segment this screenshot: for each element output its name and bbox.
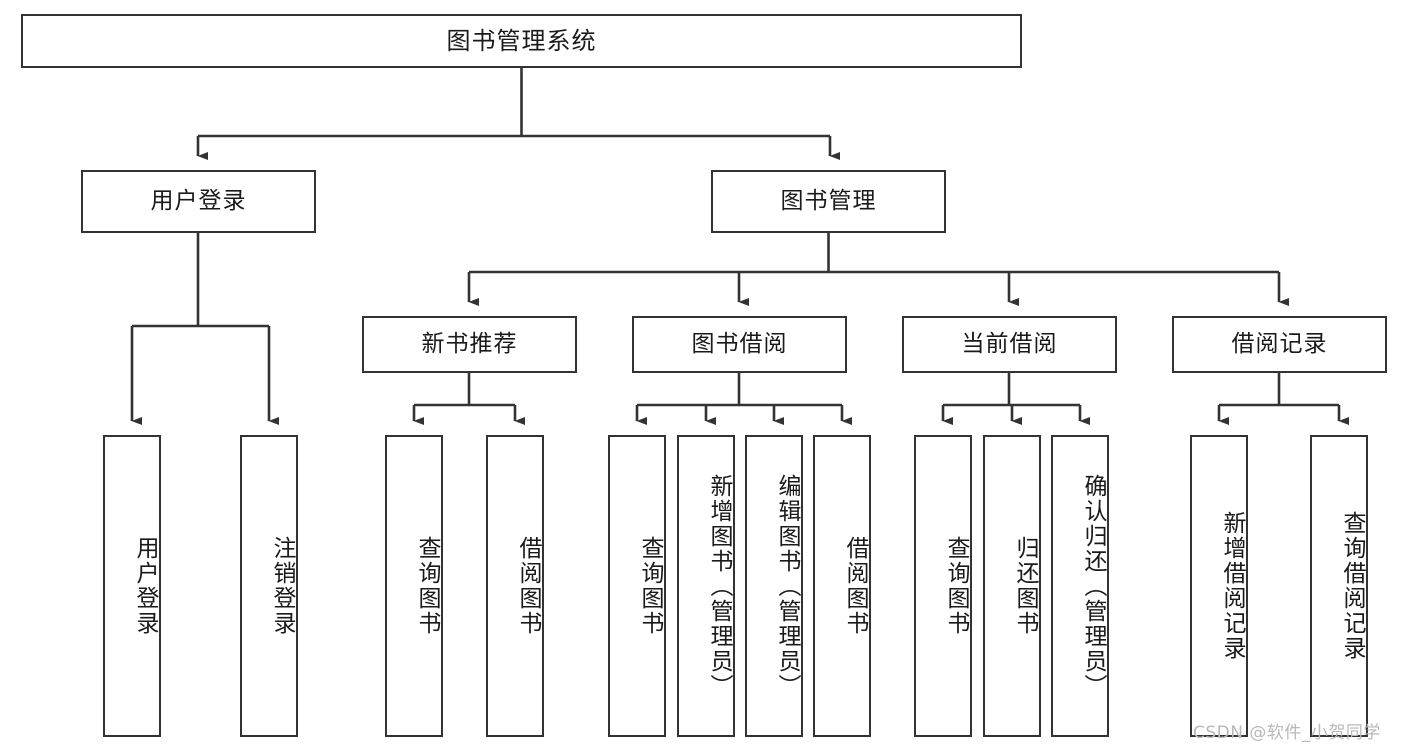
node-leaf-query-book-recommend[interactable]: 查询图书 bbox=[385, 435, 443, 737]
csdn-watermark: CSDN @软件_小贺同学 bbox=[1193, 723, 1381, 743]
node-current-borrow[interactable]: 当前借阅 bbox=[902, 316, 1117, 373]
node-leaf-user-login[interactable]: 用户登录 bbox=[103, 435, 161, 737]
node-root-book-management-system[interactable]: 图书管理系统 bbox=[21, 14, 1022, 68]
node-leaf-borrow-book-label: 借阅图书 bbox=[842, 536, 868, 636]
node-leaf-edit-book-admin[interactable]: 编辑图书（管理员） bbox=[745, 435, 803, 737]
node-book-borrow[interactable]: 图书借阅 bbox=[632, 316, 847, 373]
node-borrow-record-label: 借阅记录 bbox=[1231, 330, 1328, 357]
node-current-borrow-label: 当前借阅 bbox=[961, 330, 1058, 357]
node-leaf-confirm-return-admin-label: 确认归还（管理员） bbox=[1080, 473, 1106, 699]
node-leaf-confirm-return-admin[interactable]: 确认归还（管理员） bbox=[1051, 435, 1109, 737]
node-borrow-record[interactable]: 借阅记录 bbox=[1172, 316, 1387, 373]
node-new-book-recommend[interactable]: 新书推荐 bbox=[362, 316, 577, 373]
node-book-manage-label: 图书管理 bbox=[780, 187, 877, 214]
node-leaf-return-book[interactable]: 归还图书 bbox=[983, 435, 1041, 737]
node-leaf-add-borrow-record-label: 新增借阅记录 bbox=[1219, 511, 1245, 661]
node-book-borrow-label: 图书借阅 bbox=[691, 330, 788, 357]
node-leaf-query-borrow-record[interactable]: 查询借阅记录 bbox=[1310, 435, 1368, 737]
node-leaf-user-login-label: 用户登录 bbox=[132, 536, 158, 636]
node-leaf-add-book-admin-label: 新增图书（管理员） bbox=[706, 473, 732, 699]
node-new-book-recommend-label: 新书推荐 bbox=[421, 330, 518, 357]
node-leaf-add-book-admin[interactable]: 新增图书（管理员） bbox=[677, 435, 735, 737]
node-leaf-edit-book-admin-label: 编辑图书（管理员） bbox=[774, 473, 800, 699]
node-leaf-logout[interactable]: 注销登录 bbox=[240, 435, 298, 737]
node-leaf-query-book-current[interactable]: 查询图书 bbox=[914, 435, 972, 737]
node-leaf-query-book-borrow-label: 查询图书 bbox=[637, 536, 663, 636]
node-leaf-add-borrow-record[interactable]: 新增借阅记录 bbox=[1190, 435, 1248, 737]
node-leaf-query-borrow-record-label: 查询借阅记录 bbox=[1339, 511, 1365, 661]
node-leaf-query-book-recommend-label: 查询图书 bbox=[414, 536, 440, 636]
node-user-login-label: 用户登录 bbox=[150, 187, 247, 214]
node-leaf-logout-label: 注销登录 bbox=[269, 536, 295, 636]
node-book-manage[interactable]: 图书管理 bbox=[711, 170, 946, 233]
node-root-label: 图书管理系统 bbox=[446, 26, 597, 55]
node-leaf-query-book-current-label: 查询图书 bbox=[943, 536, 969, 636]
node-leaf-query-book-borrow[interactable]: 查询图书 bbox=[608, 435, 666, 737]
node-user-login[interactable]: 用户登录 bbox=[81, 170, 316, 233]
node-leaf-return-book-label: 归还图书 bbox=[1012, 536, 1038, 636]
node-leaf-borrow-book-recommend-label: 借阅图书 bbox=[515, 536, 541, 636]
node-leaf-borrow-book[interactable]: 借阅图书 bbox=[813, 435, 871, 737]
node-leaf-borrow-book-recommend[interactable]: 借阅图书 bbox=[486, 435, 544, 737]
